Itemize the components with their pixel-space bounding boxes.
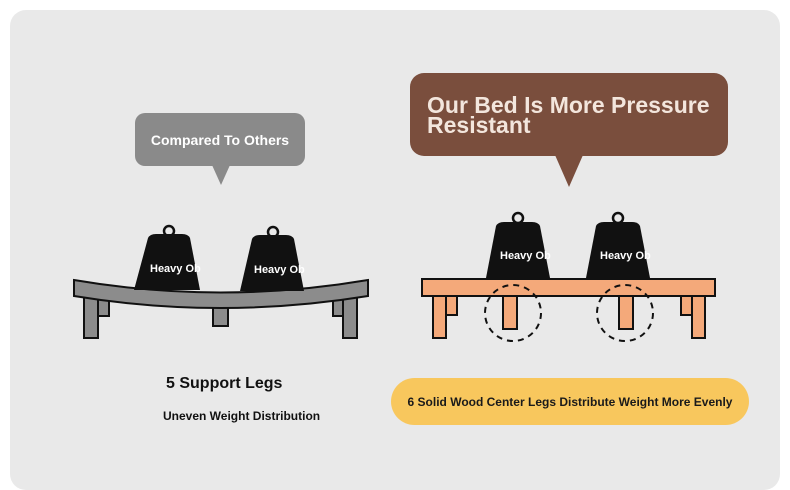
distribution-text: Uneven Weight Distribution [163, 409, 321, 423]
right-bed [421, 278, 716, 342]
headline-text: Our Bed Is More Pressure Resistant [427, 92, 710, 138]
weight-label: Heavy Ob [500, 250, 551, 262]
benefit-pill: 6 Solid Wood Center Legs Distribute Weig… [391, 378, 749, 425]
center-leg [502, 294, 518, 330]
weight-icon [240, 225, 304, 291]
sagging-bed-board [73, 278, 369, 309]
headline-bubble-tail [555, 155, 583, 187]
weight-icon [586, 211, 650, 278]
weight-icon [486, 211, 550, 278]
highlight-circle [484, 284, 542, 342]
headline-bubble: Our Bed Is More Pressure Resistant [410, 73, 728, 156]
center-leg [618, 294, 634, 330]
bed-leg [445, 294, 458, 316]
bed-leg [432, 294, 447, 339]
compared-bubble-tail [212, 165, 230, 185]
bed-leg [691, 294, 706, 339]
weight-icon [134, 224, 200, 290]
benefit-pill-text: 6 Solid Wood Center Legs Distribute Weig… [407, 394, 733, 409]
support-legs-title: 5 Support Legs [166, 375, 283, 392]
bed-leg [342, 295, 358, 339]
weight-label: Heavy Ob [600, 250, 651, 262]
compared-bubble-text: Compared To Others [150, 131, 290, 148]
weight-label: Heavy Ob [150, 263, 201, 275]
flat-bed-board [421, 278, 716, 297]
highlight-circle [596, 284, 654, 342]
beds-illustration: Heavy Ob Heavy Ob Heavy Ob Heavy Ob [73, 211, 716, 342]
weight-label: Heavy Ob [254, 264, 305, 276]
left-bed [73, 278, 369, 339]
compared-bubble: Compared To Others [135, 113, 305, 166]
bed-leg [83, 295, 99, 339]
bed-leg [680, 294, 693, 316]
